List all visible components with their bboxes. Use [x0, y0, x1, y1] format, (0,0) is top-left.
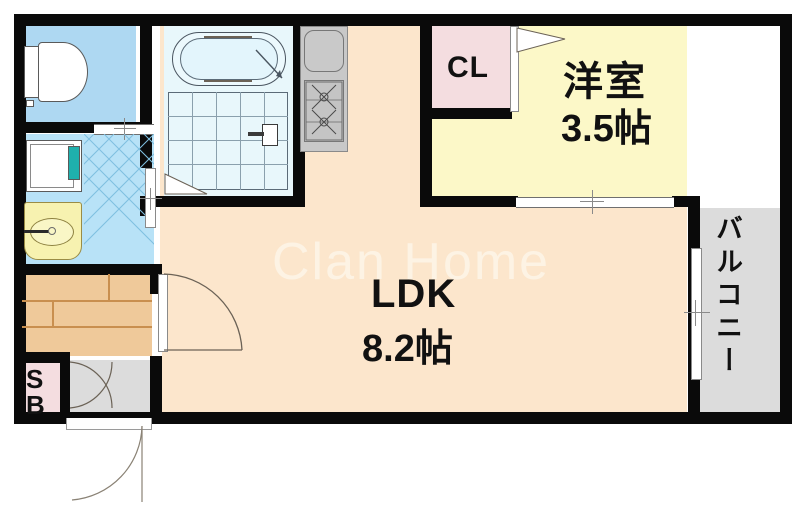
- storage-shelf-divider: [108, 274, 110, 300]
- door-tick: [150, 188, 151, 210]
- entrance-outer-door-swing-icon: [71, 425, 143, 502]
- room-floor-shoebox: [20, 360, 62, 418]
- bathtub-inner: [180, 38, 278, 80]
- wall-entrance-right: [150, 356, 162, 418]
- shower-grid-line: [192, 92, 193, 190]
- room-floor-closet: [432, 26, 510, 110]
- wall-top: [14, 14, 792, 26]
- closet-folding-door-icon: [516, 27, 566, 53]
- window-tick: [695, 300, 696, 326]
- label-ldk-area: 8.2帖: [362, 328, 453, 370]
- shower-grid-line: [168, 140, 288, 141]
- bathtub-drain-arrow: [255, 49, 283, 79]
- ldk-door-swing-icon: [163, 273, 243, 351]
- gas-stove[interactable]: [304, 80, 344, 142]
- door-tick: [114, 128, 136, 129]
- label-closet: CL: [447, 51, 489, 84]
- label-bedroom: 洋室: [563, 60, 647, 104]
- vanity-drain: [48, 227, 56, 235]
- balcony-window[interactable]: [691, 248, 702, 380]
- shower-grid-line: [216, 92, 217, 190]
- room-floor-entrance: [66, 360, 152, 418]
- wall-bedroom-bottom-right: [672, 196, 700, 207]
- wall-right: [780, 14, 792, 424]
- label-bedroom-area: 3.5帖: [561, 108, 652, 150]
- storage-shelf-divider: [52, 300, 54, 326]
- bedroom-door[interactable]: [516, 197, 674, 208]
- label-balcony: バルコニー: [712, 214, 742, 379]
- closet-door-leaf[interactable]: [510, 26, 519, 112]
- wall-left-upper: [14, 14, 26, 424]
- washroom-tile-pattern: [84, 134, 154, 245]
- wall-storage-bottom: [14, 352, 66, 363]
- wall-toilet-right: [140, 14, 152, 124]
- room-floor-storage: [22, 274, 152, 356]
- washing-machine-inner: [30, 144, 74, 188]
- door-tick: [140, 198, 162, 199]
- ldk-door-leaf[interactable]: [158, 274, 168, 352]
- wall-closet-bottom: [420, 108, 512, 119]
- label-shoebox-s: S: [26, 364, 44, 394]
- bathtub-rim-bottom: [204, 80, 252, 82]
- label-shoebox-b: B: [26, 390, 45, 420]
- storage-shelf-line: [22, 326, 152, 328]
- wall-toilet-bottom: [14, 122, 140, 133]
- door-tick: [580, 201, 604, 202]
- wall-bedroom-bottom-left: [420, 196, 518, 207]
- watermark: Clan Home: [272, 233, 551, 291]
- bath-door-swing-icon: [164, 173, 208, 195]
- toilet-bowl: [38, 42, 88, 102]
- wall-bath-bottom: [152, 196, 305, 207]
- wall-sb-right: [60, 352, 70, 418]
- bathtub-rim-top: [204, 36, 252, 38]
- shower-handle: [248, 132, 264, 136]
- wall-bottom-main: [152, 412, 792, 424]
- shower-grid-line: [168, 164, 288, 165]
- entrance-door-swing-icon: [69, 361, 113, 409]
- shower-grid-line: [240, 92, 241, 190]
- toilet-lever: [26, 100, 34, 107]
- storage-shelf-line: [22, 300, 152, 302]
- wall-washroom-bottom: [14, 264, 162, 275]
- washing-machine-faucet: [68, 146, 80, 180]
- entrance-threshold: [66, 418, 152, 430]
- door-tick: [592, 190, 593, 214]
- label-ldk: LDK: [371, 272, 457, 316]
- vanity-faucet: [24, 230, 50, 233]
- hallway-strip: [152, 270, 162, 362]
- window-tick: [684, 312, 710, 313]
- room-floor-balcony: [700, 208, 792, 416]
- shower-faucet: [262, 124, 278, 146]
- stove-burners-icon: [305, 81, 343, 141]
- kitchen-sink[interactable]: [304, 30, 344, 72]
- door-tick: [124, 118, 125, 140]
- shower-grid-line: [168, 116, 288, 117]
